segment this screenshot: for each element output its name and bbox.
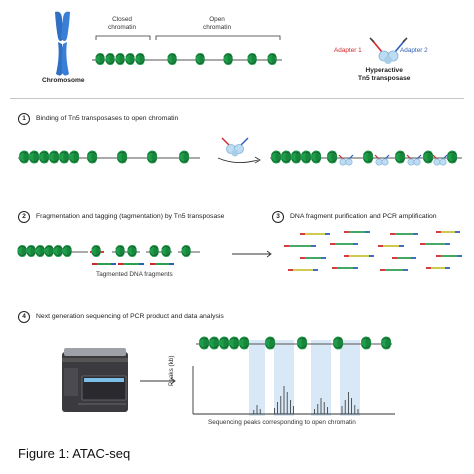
sequencer-machine-icon xyxy=(62,348,128,412)
closed-chromatin-label: Closed chromatin xyxy=(108,16,137,31)
step2-number: 2 xyxy=(18,211,30,223)
nucleosome-icon xyxy=(198,336,210,350)
nucleosome-icon xyxy=(48,150,60,164)
bound-tn5-icon xyxy=(432,154,448,166)
nucleosome-icon xyxy=(380,336,392,350)
chromosome-icon xyxy=(55,11,70,76)
step1-tn5-icon xyxy=(221,137,249,157)
tn5-transposase-icon xyxy=(369,37,408,64)
open-chromatin-highlight-bands xyxy=(249,340,360,416)
nucleosome-icon xyxy=(149,245,159,257)
nucleosome-icon xyxy=(360,336,372,350)
nucleosome-icon xyxy=(115,53,125,65)
open-chromatin-bracket xyxy=(155,35,281,40)
chromatin-strand-overview xyxy=(92,53,282,65)
nucleosome-icon xyxy=(290,150,302,164)
nucleosome-icon xyxy=(238,336,250,350)
nucleosome-icon xyxy=(28,150,40,164)
step3-amplified-fragments xyxy=(284,231,462,271)
nucleosome-icon xyxy=(326,150,338,164)
step3-number: 3 xyxy=(272,211,284,223)
step1-title: Binding of Tn5 transposases to open chro… xyxy=(36,115,179,122)
nucleosome-icon xyxy=(296,336,308,350)
nucleosome-icon xyxy=(18,150,30,164)
nucleosome-icon xyxy=(35,245,45,257)
nucleosome-icon xyxy=(95,53,105,65)
nucleosome-icon xyxy=(62,245,72,257)
nucleosome-icon xyxy=(161,245,171,257)
open-chromatin-label: Open chromatin xyxy=(203,16,232,31)
step4-number: 4 xyxy=(18,311,30,323)
bound-tn5-icon xyxy=(406,154,422,166)
peaks-axis-label: Peaks (kb) xyxy=(168,355,175,386)
nucleosome-icon xyxy=(125,53,135,65)
nucleosome-icon xyxy=(135,53,145,65)
step1-arrow xyxy=(217,156,261,164)
chromosome-label: Chromosome xyxy=(42,77,85,84)
nucleosome-icon xyxy=(195,53,205,65)
nucleosome-icon xyxy=(422,150,434,164)
nucleosome-icon xyxy=(115,245,125,257)
nucleosome-icon xyxy=(116,150,128,164)
section-divider xyxy=(10,98,464,99)
nucleosome-icon xyxy=(264,336,276,350)
bound-tn5-icon xyxy=(374,154,390,166)
nucleosome-icon xyxy=(86,150,98,164)
step3-title: DNA fragment purification and PCR amplif… xyxy=(290,213,437,220)
nucleosome-icon xyxy=(68,150,80,164)
step2-title: Fragmentation and tagging (tagmentation)… xyxy=(36,213,225,220)
nucleosome-icon xyxy=(91,245,101,257)
nucleosome-icon xyxy=(218,336,230,350)
nucleosome-icon xyxy=(44,245,54,257)
adapter2-label: Adapter 2 xyxy=(400,47,428,54)
nucleosome-icon xyxy=(332,336,344,350)
nucleosome-icon xyxy=(280,150,292,164)
nucleosome-icon xyxy=(38,150,50,164)
step2-arrow xyxy=(232,250,272,258)
nucleosome-icon xyxy=(310,150,322,164)
closed-chromatin-bracket xyxy=(95,35,151,40)
nucleosome-icon xyxy=(247,53,257,65)
nucleosome-icon xyxy=(127,245,137,257)
figure-caption: Figure 1: ATAC-seq xyxy=(18,446,131,461)
hyperactive-tn5-label: Hyperactive Tn5 transposase xyxy=(358,67,411,82)
step4-chromatin-strand xyxy=(196,336,392,350)
step4-arrow xyxy=(140,377,176,385)
nucleosome-icon xyxy=(208,336,220,350)
step1-chromatin-before xyxy=(18,150,200,164)
nucleosome-icon xyxy=(223,53,233,65)
nucleosome-icon xyxy=(17,245,27,257)
nucleosome-icon xyxy=(53,245,63,257)
nucleosome-icon xyxy=(105,53,115,65)
nucleosome-icon xyxy=(267,53,277,65)
nucleosome-icon xyxy=(181,245,191,257)
nucleosome-icon xyxy=(146,150,158,164)
tagmented-fragments-label: Tagmented DNA fragments xyxy=(96,271,173,278)
adapter1-label: Adapter 1 xyxy=(334,47,362,54)
step1-chromatin-after xyxy=(270,150,462,166)
nucleosome-icon xyxy=(446,150,458,164)
nucleosome-icon xyxy=(58,150,70,164)
nucleosome-icon xyxy=(167,53,177,65)
sequencing-peaks xyxy=(253,386,359,414)
nucleosome-icon xyxy=(270,150,282,164)
nucleosome-icon xyxy=(394,150,406,164)
nucleosome-icon xyxy=(362,150,374,164)
nucleosome-icon xyxy=(300,150,312,164)
step1-number: 1 xyxy=(18,113,30,125)
peaks-caption: Sequencing peaks corresponding to open c… xyxy=(208,419,356,426)
nucleosome-icon xyxy=(26,245,36,257)
bound-tn5-icon xyxy=(338,154,354,166)
nucleosome-icon xyxy=(178,150,190,164)
step4-title: Next generation sequencing of PCR produc… xyxy=(36,313,224,320)
step2-fragmented-chromatin xyxy=(17,245,200,265)
nucleosome-icon xyxy=(228,336,240,350)
